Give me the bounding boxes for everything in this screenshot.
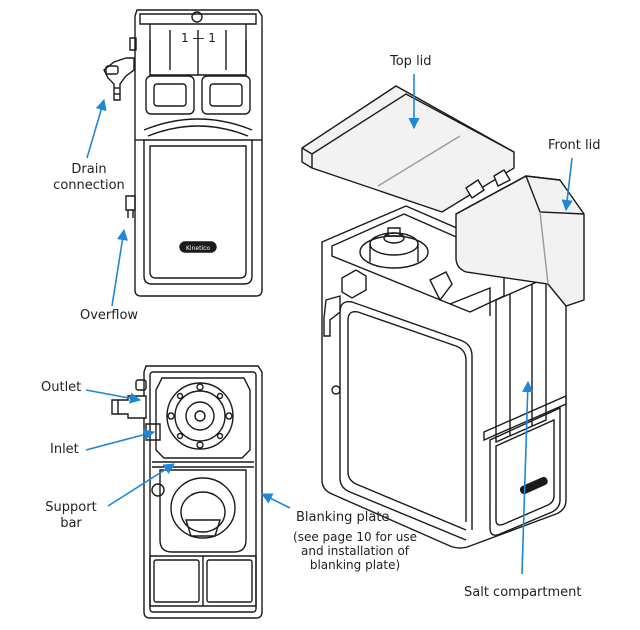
note-line2: and installation of	[300, 544, 410, 558]
support-bar-label: Support bar	[38, 500, 104, 532]
top-lid	[302, 86, 514, 212]
callout-arrows	[85, 74, 573, 575]
top-view-unit	[112, 366, 262, 618]
note-line3: blanking plate)	[309, 558, 401, 572]
support-label-line1: Support	[45, 500, 97, 515]
outlet-label: Outlet	[41, 380, 82, 395]
front-lid-label: Front lid	[548, 138, 601, 153]
overflow-label: Overflow	[80, 308, 139, 323]
front-view-unit	[104, 10, 262, 296]
drain-connection-label: Drain connection	[50, 162, 128, 194]
front-lid	[456, 176, 584, 306]
drain-label-line1: Drain	[71, 162, 107, 177]
drain-label-line2: connection	[53, 178, 125, 193]
top-lid-label: Top lid	[390, 54, 432, 69]
support-label-line2: bar	[60, 516, 82, 531]
position-mark-text: 1 — 1	[181, 31, 216, 45]
blanking-plate-label: Blanking plate	[296, 510, 390, 525]
brand-badge-text: Kinetico	[186, 245, 210, 252]
inlet-label: Inlet	[50, 442, 79, 457]
blanking-plate-note: (see page 10 for use and installation of…	[280, 530, 430, 572]
note-line1: (see page 10 for use	[293, 530, 417, 544]
salt-compartment-label: Salt compartment	[464, 585, 582, 600]
